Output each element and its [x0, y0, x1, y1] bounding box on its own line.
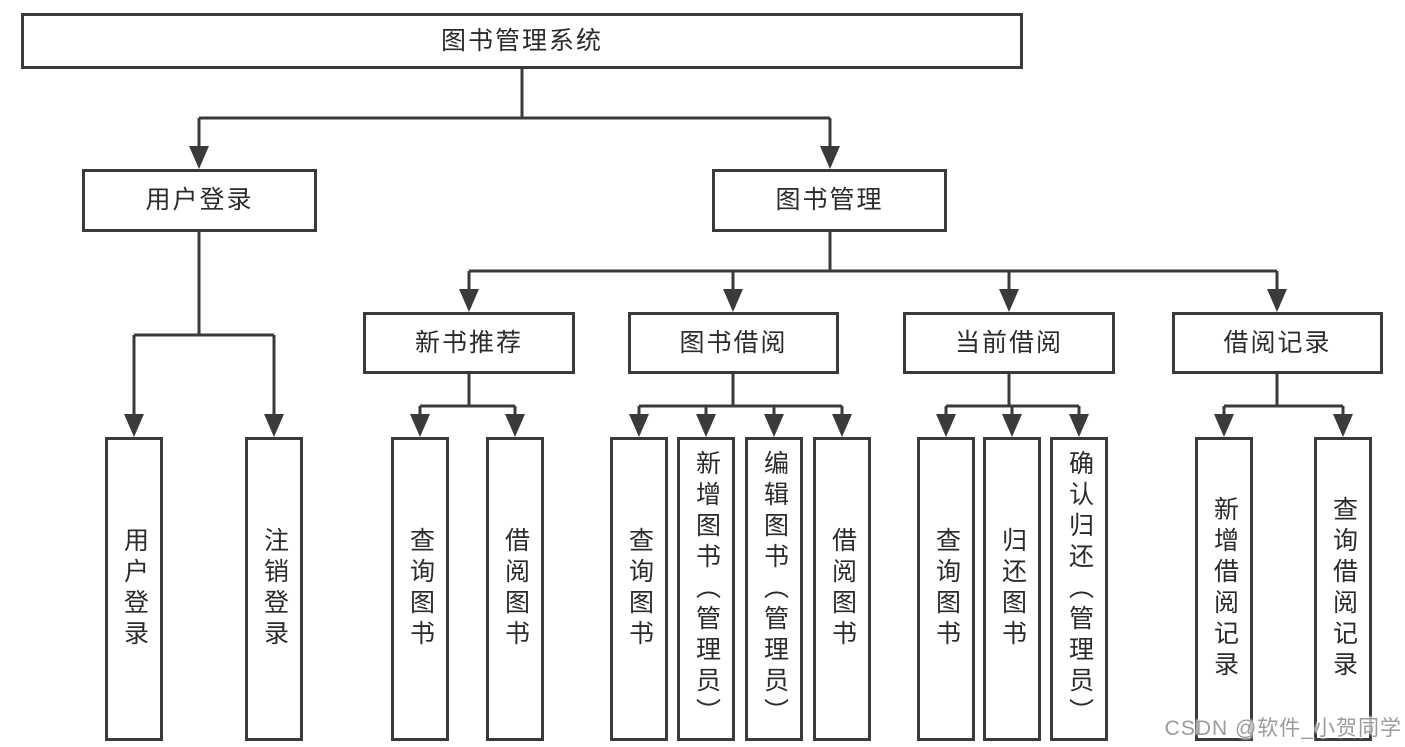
leaf-query-books-newbook: 查询图书 [391, 437, 449, 741]
leaf-label: 用户登录 [120, 527, 149, 651]
leaf-add-borrow-record: 新增借阅记录 [1195, 437, 1253, 741]
leaf-add-book-admin: 新增图书（管理员） [677, 437, 735, 741]
node-label: 图书管理 [775, 186, 884, 214]
leaf-logout: 注销登录 [245, 437, 303, 741]
node-label: 用户登录 [145, 186, 254, 214]
leaf-label: 借阅图书 [501, 527, 530, 651]
leaf-return-book: 归还图书 [983, 437, 1041, 741]
leaf-query-borrow-record: 查询借阅记录 [1314, 437, 1372, 741]
leaf-label: 确认归还（管理员） [1065, 449, 1094, 729]
node-label: 图书借阅 [679, 328, 788, 357]
leaf-label: 注销登录 [260, 527, 289, 651]
leaf-label: 新增借阅记录 [1210, 496, 1239, 682]
leaf-label: 查询借阅记录 [1329, 496, 1358, 682]
leaf-label: 归还图书 [998, 527, 1027, 651]
leaf-query-books-current: 查询图书 [917, 437, 975, 741]
leaf-label: 查询图书 [406, 527, 435, 651]
leaf-label: 查询图书 [932, 527, 961, 651]
leaf-borrow-books-newbook: 借阅图书 [486, 437, 544, 741]
node-library-management-system: 图书管理系统 [21, 13, 1023, 69]
leaf-label: 编辑图书（管理员） [760, 449, 789, 729]
leaf-label: 借阅图书 [828, 527, 857, 651]
node-current-borrow: 当前借阅 [903, 312, 1115, 374]
node-label: 图书管理系统 [440, 26, 603, 55]
leaf-user-login: 用户登录 [105, 437, 163, 741]
leaf-confirm-return-admin: 确认归还（管理员） [1050, 437, 1108, 741]
node-book-borrow: 图书借阅 [628, 312, 839, 374]
leaf-query-books-borrow: 查询图书 [610, 437, 668, 741]
node-label: 当前借阅 [954, 328, 1063, 357]
node-new-book-recommend: 新书推荐 [363, 312, 575, 374]
leaf-label: 新增图书（管理员） [692, 449, 721, 729]
leaf-edit-book-admin: 编辑图书（管理员） [745, 437, 803, 741]
node-borrow-records: 借阅记录 [1172, 312, 1383, 374]
csdn-watermark: CSDN @软件_小贺同学 [1164, 717, 1402, 740]
leaf-label: 查询图书 [625, 527, 654, 651]
node-label: 借阅记录 [1223, 328, 1332, 357]
node-user-login: 用户登录 [82, 169, 317, 232]
node-book-management: 图书管理 [712, 169, 947, 232]
node-label: 新书推荐 [414, 328, 523, 357]
leaf-borrow-books: 借阅图书 [813, 437, 871, 741]
